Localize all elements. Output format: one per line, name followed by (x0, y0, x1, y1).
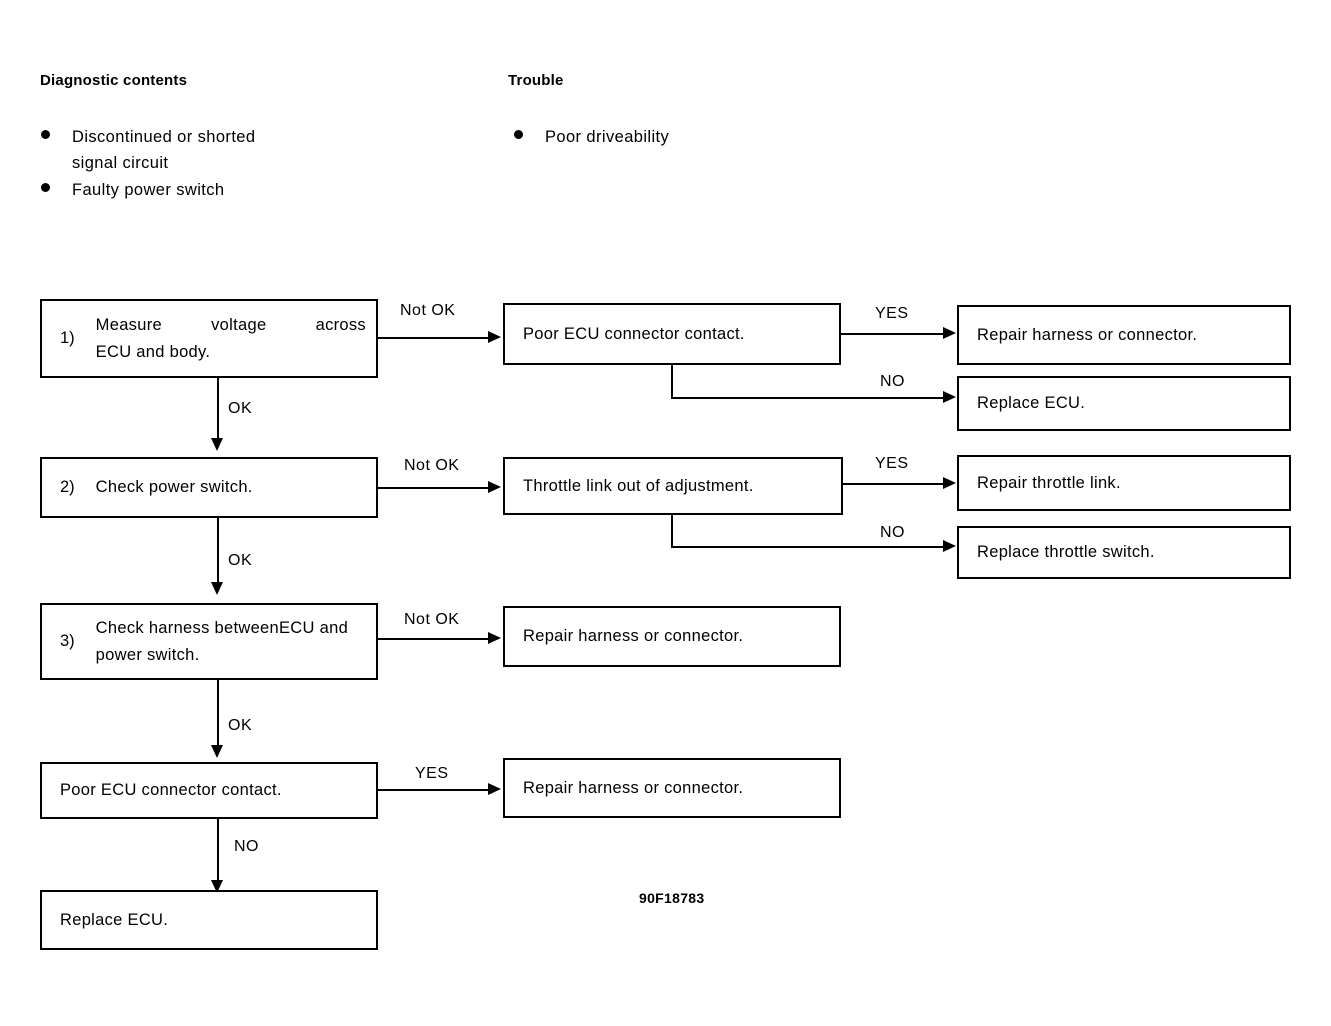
edge-label-yes: YES (875, 455, 909, 472)
connector-mid2-no-horizontal (671, 546, 945, 549)
right-box-replace-throttle-switch: Replace throttle switch. (957, 526, 1291, 579)
mid-box-label: Poor ECU connector contact. (523, 324, 745, 343)
arrow-head-icon (211, 880, 223, 893)
diagnostic-contents-title: Diagnostic contents (40, 72, 188, 89)
arrow-head-icon (211, 438, 223, 451)
right-box-repair-harness-or-connector-1: Repair harness or connector. (957, 305, 1291, 365)
arrow-head-icon (211, 745, 223, 758)
connector-mid1-no-horizontal (671, 397, 945, 400)
edge-label-no: NO (880, 524, 905, 541)
mid-box-repair-harness-or-connector-2: Repair harness or connector. (503, 606, 841, 667)
arrow-head-icon (943, 540, 956, 552)
mid-box-repair-harness-or-connector-3: Repair harness or connector. (503, 758, 841, 818)
diagnostic-item-label: Discontinued or shorted signal circuit (72, 128, 256, 172)
connector-step2-to-step3 (217, 518, 220, 585)
edge-label-ok: OK (228, 717, 253, 734)
step-2-box: 2) Check power switch. (40, 457, 378, 518)
list-item: Discontinued or shorted signal circuit (41, 124, 371, 176)
mid-box-label: Repair harness or connector. (523, 778, 744, 797)
edge-label-no: NO (880, 373, 905, 390)
bullet-dot-icon (514, 130, 523, 139)
connector-decision-to-final (217, 819, 220, 883)
trouble-item-label: Poor driveability (545, 128, 670, 146)
diagnostic-item-label: Faulty power switch (72, 181, 225, 199)
connector-step3-to-mid3 (378, 638, 490, 641)
step-1-line-1: Measure voltage across (95, 315, 366, 334)
edge-label-yes: YES (415, 765, 449, 782)
mid-box-label: Repair harness or connector. (523, 627, 744, 645)
bullet-dot-icon (41, 130, 50, 139)
connector-step1-to-step2 (217, 378, 220, 441)
bullet-dot-icon (41, 183, 50, 192)
arrow-head-icon (943, 391, 956, 403)
decision-box-poor-ecu-connector-contact-2: Poor ECU connector contact. (40, 762, 378, 819)
right-box-label: Repair harness or connector. (977, 325, 1198, 344)
arrow-head-icon (488, 632, 501, 644)
mid-box-throttle-link-out-of-adjustment: Throttle link out of adjustment. (503, 457, 843, 515)
connector-mid1-yes (841, 333, 945, 336)
trouble-title: Trouble (508, 72, 564, 89)
right-box-repair-throttle-link: Repair throttle link. (957, 455, 1291, 511)
arrow-head-icon (943, 327, 956, 339)
list-item: Poor driveability (514, 124, 814, 150)
arrow-head-icon (943, 477, 956, 489)
step-1-line-2: ECU and body. (95, 342, 211, 361)
connector-step1-to-mid1 (378, 337, 490, 340)
arrow-head-icon (211, 582, 223, 595)
connector-step2-to-mid2 (378, 487, 490, 490)
step-3-line-2: ECU and power switch. (95, 618, 349, 664)
step-2-number: 2) (60, 478, 75, 496)
step-2-text: Check power switch. (95, 478, 253, 496)
final-box-replace-ecu: Replace ECU. (40, 890, 378, 950)
mid-box-poor-ecu-connector-contact-1: Poor ECU connector contact. (503, 303, 841, 365)
step-3-box: 3) Check harness betweenECU and power sw… (40, 603, 378, 680)
decision-box-label: Poor ECU connector contact. (60, 781, 282, 799)
mid-box-label: Throttle link out of adjustment. (523, 476, 754, 495)
right-box-label: Replace ECU. (977, 394, 1086, 412)
edge-label-ok: OK (228, 400, 253, 417)
arrow-head-icon (488, 481, 501, 493)
edge-label-not-ok: Not OK (404, 457, 460, 474)
edge-label-not-ok: Not OK (400, 302, 456, 319)
arrow-head-icon (488, 783, 501, 795)
right-box-label: Replace throttle switch. (977, 543, 1155, 561)
right-box-label: Repair throttle link. (977, 473, 1121, 492)
final-box-label: Replace ECU. (60, 910, 169, 929)
step-1-number: 1) (60, 329, 75, 347)
edge-label-ok: OK (228, 552, 253, 569)
figure-caption: 90F18783 (639, 890, 705, 906)
connector-mid2-yes (843, 483, 945, 486)
edge-label-not-ok: Not OK (404, 611, 460, 628)
right-box-replace-ecu-1: Replace ECU. (957, 376, 1291, 431)
edge-label-no: NO (234, 838, 259, 855)
connector-step3-to-decision (217, 680, 220, 748)
edge-label-yes: YES (875, 305, 909, 322)
step-3-number: 3) (60, 632, 75, 650)
step-3-line-1: Check harness between (95, 618, 279, 637)
list-item: Faulty power switch (41, 177, 371, 203)
connector-mid1-no-vertical (671, 365, 674, 399)
arrow-head-icon (488, 331, 501, 343)
step-3-text: Check harness betweenECU and power switc… (75, 615, 376, 669)
connector-mid2-no-vertical (671, 515, 674, 548)
connector-decision-yes (378, 789, 490, 792)
